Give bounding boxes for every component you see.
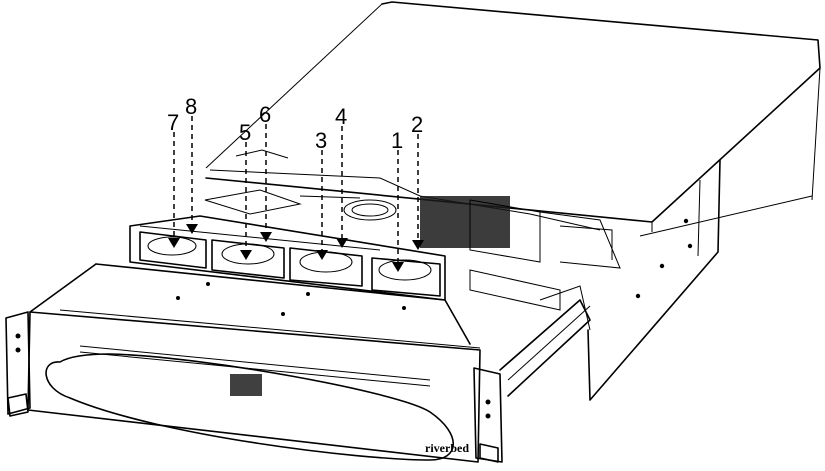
callout-leaders [173,116,419,268]
fan-module-3 [211,239,285,279]
fan-module-1 [371,257,441,297]
callout-label-6: 6 [259,102,271,127]
fan-bay [129,215,446,301]
vent-grille [230,374,262,396]
top-cover [205,1,821,237]
arrowhead-3 [316,250,328,260]
chassis-right-side [587,159,721,401]
interior-components [204,149,621,331]
fan-module-2 [289,247,363,287]
callout-label-8: 8 [185,94,197,119]
callout-label-4: 4 [335,104,347,129]
arrowhead-4 [336,238,348,248]
arrowhead-8 [186,224,198,234]
arrowhead-1 [392,262,404,272]
brand-label: riverbed [425,441,469,455]
callout-label-7: 7 [167,110,179,135]
front-top-rail [29,263,481,349]
right-rack-handle [473,367,503,463]
slide-rail [499,299,591,397]
callout-label-1: 1 [391,128,403,153]
arrowhead-5 [240,250,252,260]
callout-labels: 1 2 3 4 5 6 7 8 [167,94,423,153]
arrowhead-2 [412,240,424,250]
callout-arrowheads [168,224,424,272]
arrowhead-7 [168,238,180,248]
memory-heatsink [420,196,510,248]
fan-module-4 [139,231,207,269]
callout-label-2: 2 [411,112,423,137]
arrowhead-6 [260,232,272,242]
callout-label-5: 5 [239,120,251,145]
front-bezel: riverbed [27,311,481,463]
callout-label-3: 3 [315,128,327,153]
left-rack-handle [5,311,31,417]
